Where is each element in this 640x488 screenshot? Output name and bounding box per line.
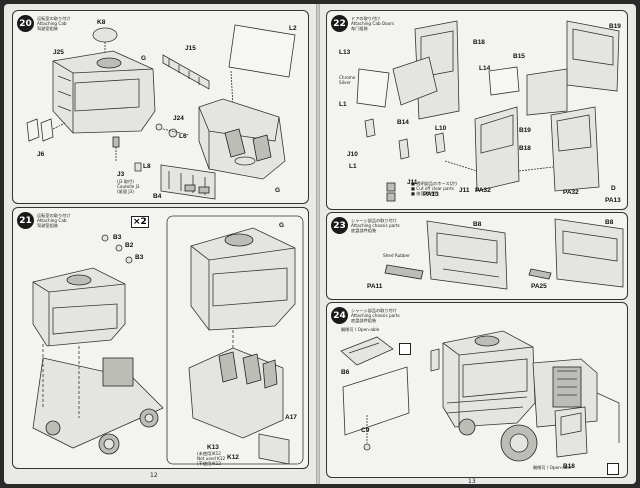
part-label: B3	[113, 234, 122, 241]
grille-drawing	[384, 218, 624, 290]
step-21-panel: 21 运転室の取り付け Attaching Cab 驾驶室组装 ×2	[12, 207, 309, 469]
step-caption-cn: 底盘部件组装	[351, 228, 377, 233]
part-label: L13	[339, 49, 351, 56]
step-23-panel: 23 シャーシ部品の取り付け Attaching chassis parts 底…	[326, 212, 628, 300]
part-label: PA32	[475, 187, 491, 194]
part-label: B6	[341, 369, 350, 376]
open-able-icon	[607, 463, 619, 475]
part-label: PA32	[563, 189, 579, 196]
paint-note: ■ 透明部品のホース切り ■ Cut off clear parts ■ 修剪透…	[411, 181, 458, 196]
part-label: G	[275, 187, 281, 194]
step-caption-jp: ドアの取り付け	[351, 16, 381, 21]
part-label: PA13	[605, 197, 621, 204]
step-number-badge: 20	[17, 15, 34, 32]
part-label: B19	[519, 127, 531, 134]
left-page: 20 运転室の取り付け Attaching Cab 驾驶室组装	[4, 4, 317, 484]
part-label: B4	[153, 193, 162, 200]
part-label: L1	[339, 101, 347, 108]
part-label: B18	[563, 463, 575, 470]
step-caption-cn: 驾驶室组装	[37, 26, 58, 31]
right-page: 22 ドアの取り付け Attaching Cab Doors 车门组装	[320, 4, 636, 485]
part-label: G	[279, 222, 285, 229]
step-caption-jp: 运転室の取り付け	[37, 16, 71, 21]
part-label: J24	[173, 115, 184, 122]
part-label: J11	[407, 179, 418, 186]
step-caption-cn: 驾驶室组装	[37, 223, 58, 228]
part-label: PA11	[367, 283, 383, 290]
part-label: J3	[117, 171, 125, 178]
step-caption-jp: シャーシ部品の取り付け	[351, 218, 397, 223]
part-label: B3	[135, 254, 144, 261]
part-label: J11	[459, 187, 470, 194]
part-note: 開閉可 / Open-able	[533, 465, 572, 470]
part-label: J25	[53, 49, 64, 56]
truck-assembly-drawing	[340, 330, 620, 462]
page-number: 12	[150, 472, 158, 479]
page-number: 13	[468, 478, 476, 485]
part-label: K8	[97, 19, 106, 26]
step-number-badge: 21	[17, 212, 34, 229]
part-label: B18	[519, 145, 531, 152]
part-label: A17	[285, 414, 297, 421]
part-label: G	[141, 55, 147, 62]
step-caption-jp: 运転室の取り付け	[37, 213, 71, 218]
part-label: K12	[227, 454, 239, 461]
part-label: B8	[473, 221, 482, 228]
part-note: (未使用)K12 Not used K12 (不使用)K12	[197, 451, 226, 466]
step-number-badge: 23	[331, 217, 348, 234]
part-label: L2	[289, 25, 297, 32]
part-label: C9	[361, 427, 370, 434]
part-note: (J3 取付) Cautelle J3 (紧固 J3)	[117, 179, 140, 194]
part-note: 開閉可 / Open-able	[341, 327, 380, 332]
step-caption-en: Attaching Cab	[37, 218, 67, 223]
step-caption-en: Attaching Cab	[37, 21, 67, 26]
part-label: L8	[143, 163, 151, 170]
part-label: L14	[479, 65, 491, 72]
door-assembly-drawing	[356, 20, 620, 202]
step-24-panel: 24 シャーシ部品の取り付け Attaching chassis parts 底…	[326, 302, 628, 478]
part-note: Chrome Silver	[339, 75, 356, 85]
part-label: K13	[207, 444, 219, 451]
step-20-panel: 20 运転室の取り付け Attaching Cab 驾驶室组装	[12, 10, 309, 204]
part-note: Shed Rubber	[383, 253, 410, 258]
part-label: J10	[347, 151, 358, 158]
part-label: B19	[609, 23, 621, 30]
multiplier-badge: ×2	[131, 216, 149, 228]
step-caption-en: Attaching Cab Doors	[351, 21, 395, 26]
book-spine	[316, 4, 320, 484]
part-label: J15	[185, 45, 196, 52]
step-caption-jp: シャーシ部品の取り付け	[351, 308, 397, 313]
part-label: B2	[125, 242, 134, 249]
part-label: B14	[397, 119, 409, 126]
cab-chassis-drawing	[32, 215, 304, 465]
part-label: PA25	[531, 283, 547, 290]
step-number-badge: 22	[331, 15, 348, 32]
part-label: J6	[37, 151, 45, 158]
part-label: B18	[473, 39, 485, 46]
step-22-panel: 22 ドアの取り付け Attaching Cab Doors 车门组装	[326, 10, 628, 210]
part-label: L10	[435, 125, 447, 132]
part-label: D	[611, 185, 616, 192]
part-label: L1	[349, 163, 357, 170]
part-label: L6	[179, 133, 187, 140]
cab-assembly-drawing	[26, 24, 296, 200]
part-label: B8	[605, 219, 614, 226]
step-caption-en: Attaching chassis parts	[351, 313, 400, 318]
part-label: PA13	[423, 191, 439, 198]
step-number-badge: 24	[331, 307, 348, 324]
step-caption-en: Attaching chassis parts	[351, 223, 400, 228]
open-able-icon	[399, 343, 411, 355]
part-label: B15	[513, 53, 525, 60]
step-caption-cn: 底盘部件组装	[351, 318, 377, 323]
step-caption-cn: 车门组装	[351, 26, 368, 31]
